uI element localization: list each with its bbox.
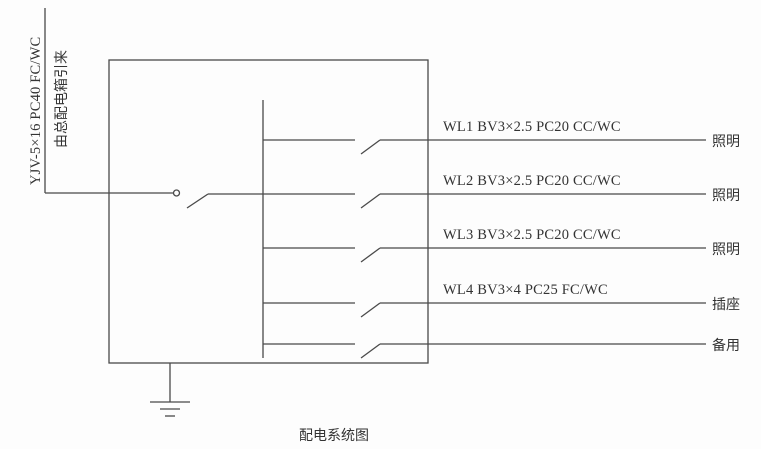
incoming-cable-spec: YJV-5×16 PC40 FC/WC: [28, 37, 44, 185]
branch-spec-label: WL4 BV3×4 PC25 FC/WC: [443, 282, 608, 298]
branch-breaker-icon: [360, 343, 381, 359]
branch-breaker-icon: [360, 247, 381, 263]
branch-spec-label: WL2 BV3×2.5 PC20 CC/WC: [443, 173, 621, 189]
incoming-source-note: 由总配电箱引来: [54, 50, 70, 148]
branch-load-label: 备用: [712, 337, 740, 354]
branch-load-label: 照明: [712, 134, 740, 150]
distribution-box: [108, 59, 429, 364]
branch-breaker-icon: [360, 302, 381, 318]
branch-load-label: 插座: [712, 297, 740, 313]
branch-breaker-icon: [360, 193, 381, 209]
branch-circuits: WL1 BV3×2.5 PC20 CC/WC 照明 WL2 BV3×2.5 PC20…: [263, 119, 740, 359]
branch-spec-label: WL1 BV3×2.5 PC20 CC/WC: [443, 119, 621, 135]
main-switch-contact-icon: [172, 189, 181, 197]
branch-breaker-icon: [360, 139, 381, 155]
branch-load-label: 照明: [712, 188, 740, 204]
diagram-title: 配电系统图: [299, 428, 369, 444]
branch-spec-label: WL3 BV3×2.5 PC20 CC/WC: [443, 227, 621, 243]
main-switch-blade-icon: [186, 193, 209, 209]
ground-icon: [150, 401, 190, 417]
branch-load-label: 照明: [712, 242, 740, 258]
